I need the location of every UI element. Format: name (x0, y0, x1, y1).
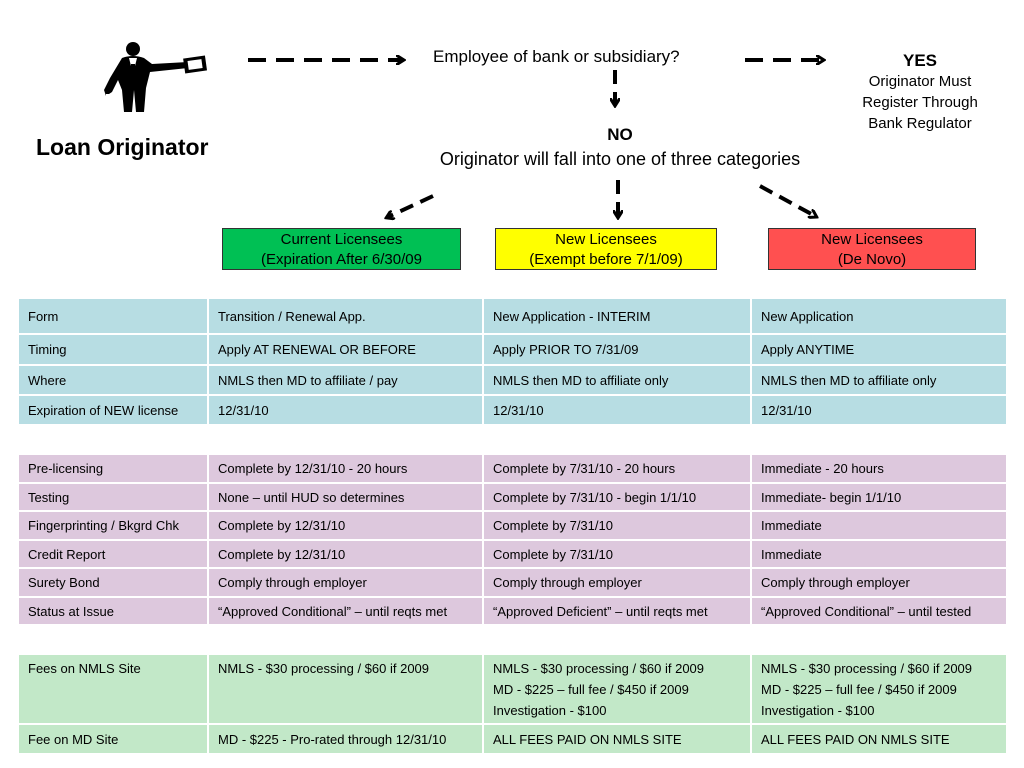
row-label: Status at Issue (18, 597, 208, 625)
row-label: Where (18, 365, 208, 395)
table-cell: 12/31/10 (208, 395, 483, 425)
table-cell: Apply ANYTIME (751, 334, 1007, 365)
requirements-table: Pre-licensing Complete by 12/31/10 - 20 … (18, 454, 1007, 625)
fee-line: MD - $225 – full fee / $450 if 2009 (761, 682, 957, 697)
category-line: Current Licensees (280, 231, 403, 248)
row-label: Testing (18, 483, 208, 511)
table-cell: Complete by 12/31/10 (208, 540, 483, 568)
fee-line: Investigation - $100 (493, 703, 607, 718)
table-cell: “Approved Conditional” – until reqts met (208, 597, 483, 625)
table-cell: Complete by 12/31/10 (208, 511, 483, 540)
table-cell: NMLS - $30 processing / $60 if 2009 (208, 654, 483, 724)
table-cell: NMLS - $30 processing / $60 if 2009 MD -… (751, 654, 1007, 724)
table-cell: New Application - INTERIM (483, 298, 751, 334)
table-cell: Transition / Renewal App. (208, 298, 483, 334)
row-label: Fees on NMLS Site (18, 654, 208, 724)
category-new-licensees-de-novo: New Licensees (De Novo) (768, 228, 976, 270)
category-current-licensees: Current Licensees (Expiration After 6/30… (222, 228, 461, 270)
table-cell: NMLS then MD to affiliate / pay (208, 365, 483, 395)
table-cell: Comply through employer (751, 568, 1007, 597)
table-row: Fee on MD Site MD - $225 - Pro-rated thr… (18, 724, 1007, 754)
table-cell: Immediate - 20 hours (751, 454, 1007, 483)
table-cell: Immediate- begin 1/1/10 (751, 483, 1007, 511)
loan-originator-figure-icon (104, 42, 208, 112)
table-row: Testing None – until HUD so determines C… (18, 483, 1007, 511)
yes-line: Originator Must (868, 73, 972, 90)
row-label: Fingerprinting / Bkgrd Chk (18, 511, 208, 540)
table-cell: NMLS then MD to affiliate only (483, 365, 751, 395)
table-cell: MD - $225 - Pro-rated through 12/31/10 (208, 724, 483, 754)
table-cell: Immediate (751, 511, 1007, 540)
arrow-to-denovo (759, 184, 815, 216)
table-cell: None – until HUD so determines (208, 483, 483, 511)
no-title: NO (607, 125, 633, 144)
yes-line: Register Through (862, 94, 978, 111)
category-line: New Licensees (821, 231, 923, 248)
category-new-licensees-exempt: New Licensees (Exempt before 7/1/09) (495, 228, 717, 270)
row-label: Credit Report (18, 540, 208, 568)
table-cell: 12/31/10 (751, 395, 1007, 425)
table-cell: “Approved Conditional” – until tested (751, 597, 1007, 625)
row-label: Surety Bond (18, 568, 208, 597)
table-cell: Immediate (751, 540, 1007, 568)
fee-line: NMLS - $30 processing / $60 if 2009 (218, 661, 430, 676)
fee-line: MD - $225 – full fee / $450 if 2009 (493, 682, 689, 697)
row-label: Timing (18, 334, 208, 365)
category-line: (De Novo) (837, 251, 907, 268)
row-label-text: Fees on NMLS Site (28, 661, 141, 676)
table-cell: Complete by 7/31/10 (483, 540, 751, 568)
table-cell: Apply AT RENEWAL OR BEFORE (208, 334, 483, 365)
arrow-to-current (388, 194, 434, 217)
row-label: Expiration of NEW license (18, 395, 208, 425)
row-label: Pre-licensing (18, 454, 208, 483)
category-line: (Exempt before 7/1/09) (529, 251, 683, 268)
table-row: Timing Apply AT RENEWAL OR BEFORE Apply … (18, 334, 1007, 365)
table-row: Where NMLS then MD to affiliate / pay NM… (18, 365, 1007, 395)
table-cell: Complete by 7/31/10 (483, 511, 751, 540)
table-cell: Comply through employer (208, 568, 483, 597)
table-cell: Complete by 12/31/10 - 20 hours (208, 454, 483, 483)
decision-question: Employee of bank or subsidiary? (433, 47, 680, 66)
table-cell: “Approved Deficient” – until reqts met (483, 597, 751, 625)
table-row: Fees on NMLS Site NMLS - $30 processing … (18, 654, 1007, 724)
table-cell: Complete by 7/31/10 - 20 hours (483, 454, 751, 483)
yes-outcome: YES Originator Must Register Through Ban… (850, 50, 990, 134)
table-cell: ALL FEES PAID ON NMLS SITE (751, 724, 1007, 754)
no-outcome: NO Originator will fall into one of thre… (400, 125, 840, 170)
page-title: Loan Originator (36, 134, 209, 160)
table-row: Pre-licensing Complete by 12/31/10 - 20 … (18, 454, 1007, 483)
table-row: Form Transition / Renewal App. New Appli… (18, 298, 1007, 334)
fee-line: NMLS - $30 processing / $60 if 2009 (493, 661, 705, 676)
yes-title: YES (902, 51, 938, 70)
table-cell: NMLS - $30 processing / $60 if 2009 MD -… (483, 654, 751, 724)
yes-line: Bank Regulator (868, 115, 972, 132)
fee-line: NMLS - $30 processing / $60 if 2009 (761, 661, 973, 676)
row-label: Fee on MD Site (18, 724, 208, 754)
table-cell: NMLS then MD to affiliate only (751, 365, 1007, 395)
table-cell: Apply PRIOR TO 7/31/09 (483, 334, 751, 365)
table-cell: New Application (751, 298, 1007, 334)
category-line: New Licensees (555, 231, 657, 248)
no-text: Originator will fall into one of three c… (439, 149, 801, 169)
fee-line: Investigation - $100 (761, 703, 875, 718)
row-label: Form (18, 298, 208, 334)
table-cell: Comply through employer (483, 568, 751, 597)
table-row: Expiration of NEW license 12/31/10 12/31… (18, 395, 1007, 425)
table-row: Status at Issue “Approved Conditional” –… (18, 597, 1007, 625)
table-cell: 12/31/10 (483, 395, 751, 425)
category-line: (Expiration After 6/30/09 (261, 251, 422, 268)
table-cell: Complete by 7/31/10 - begin 1/1/10 (483, 483, 751, 511)
table-row: Surety Bond Comply through employer Comp… (18, 568, 1007, 597)
table-cell: ALL FEES PAID ON NMLS SITE (483, 724, 751, 754)
application-table: Form Transition / Renewal App. New Appli… (18, 298, 1007, 425)
fees-table: Fees on NMLS Site NMLS - $30 processing … (18, 654, 1007, 754)
table-row: Credit Report Complete by 12/31/10 Compl… (18, 540, 1007, 568)
table-row: Fingerprinting / Bkgrd Chk Complete by 1… (18, 511, 1007, 540)
